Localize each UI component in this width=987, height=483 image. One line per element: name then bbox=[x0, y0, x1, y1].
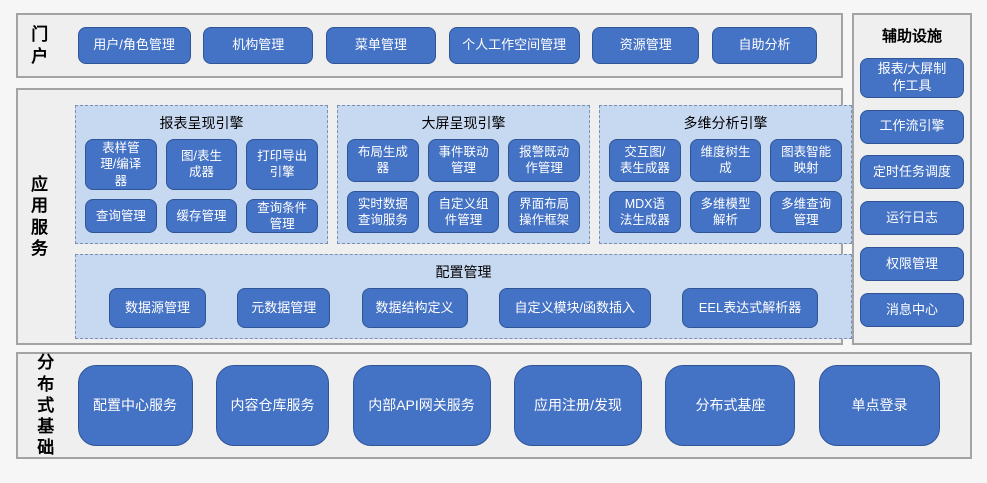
config-mgmt-title: 配置管理 bbox=[435, 264, 492, 280]
olap-engine-item-interactive-chart[interactable]: 交互图/表生成器 bbox=[609, 139, 681, 182]
bigscreen-engine-item-alarm-action[interactable]: 报警既动作管理 bbox=[508, 139, 580, 182]
bigscreen-engine-item-custom-component[interactable]: 自定义组件管理 bbox=[427, 190, 500, 233]
bigscreen-engine-item-event-linkage[interactable]: 事件联动管理 bbox=[427, 139, 500, 182]
config-item-custom-module-function[interactable]: 自定义模块/函数插入 bbox=[498, 288, 651, 328]
olap-engine-item-mdx-generator[interactable]: MDX语法生成器 bbox=[609, 190, 681, 233]
distributed-section: 分布式基础 配置中心服务 内容仓库服务 内部API网关服务 应用注册/发现 分布… bbox=[16, 352, 972, 459]
report-engine-item-query-mgmt[interactable]: 查询管理 bbox=[85, 198, 157, 234]
portal-label: 门户 bbox=[31, 25, 49, 66]
olap-engine-item-query-mgmt[interactable]: 多维查询管理 bbox=[770, 190, 842, 233]
distributed-label: 分布式基础 bbox=[37, 353, 55, 458]
bigscreen-engine-grid: 布局生成器 事件联动管理 报警既动作管理 实时数据查询服务 自定义组件管理 界面… bbox=[347, 139, 580, 233]
config-mgmt-row: 数据源管理 元数据管理 数据结构定义 自定义模块/函数插入 EEL表达式解析器 bbox=[85, 288, 842, 328]
report-engine-item-style-compiler[interactable]: 表样管理/编译器 bbox=[85, 139, 157, 190]
dist-item-distributed-base[interactable]: 分布式基座 bbox=[665, 365, 796, 446]
report-engine-item-chart-generator[interactable]: 图/表生成器 bbox=[165, 139, 238, 190]
auxiliary-stack: 报表/大屏制作工具 工作流引擎 定时任务调度 运行日志 权限管理 消息中心 bbox=[860, 50, 964, 333]
distributed-row: 配置中心服务 内容仓库服务 内部API网关服务 应用注册/发现 分布式基座 单点… bbox=[56, 365, 970, 446]
aux-item-scheduled-tasks[interactable]: 定时任务调度 bbox=[860, 155, 964, 190]
dist-item-content-repo[interactable]: 内容仓库服务 bbox=[216, 365, 330, 446]
config-item-metadata-mgmt[interactable]: 元数据管理 bbox=[237, 288, 331, 328]
portal-item-menu-mgmt[interactable]: 菜单管理 bbox=[325, 27, 436, 64]
portal-item-self-analysis[interactable]: 自助分析 bbox=[711, 27, 817, 64]
bigscreen-engine-title: 大屏呈现引擎 bbox=[421, 115, 506, 131]
config-item-data-structure[interactable]: 数据结构定义 bbox=[361, 288, 468, 328]
report-engine-item-query-condition-mgmt[interactable]: 查询条件管理 bbox=[246, 198, 318, 234]
dist-item-api-gateway[interactable]: 内部API网关服务 bbox=[352, 365, 491, 446]
portal-item-user-role-mgmt[interactable]: 用户/角色管理 bbox=[77, 27, 191, 64]
aux-item-workflow-engine[interactable]: 工作流引擎 bbox=[860, 109, 964, 144]
aux-item-message-center[interactable]: 消息中心 bbox=[860, 293, 964, 327]
dist-item-app-registry[interactable]: 应用注册/发现 bbox=[514, 365, 642, 446]
bigscreen-engine-item-layout-generator[interactable]: 布局生成器 bbox=[347, 139, 419, 182]
portal-button-row: 用户/角色管理 机构管理 菜单管理 个人工作空间管理 资源管理 自助分析 bbox=[50, 27, 841, 64]
olap-engine-grid: 交互图/表生成器 维度树生成 图表智能映射 MDX语法生成器 多维模型解析 多维… bbox=[609, 139, 842, 233]
bigscreen-engine-item-realtime-query[interactable]: 实时数据查询服务 bbox=[347, 190, 419, 233]
report-engine-item-cache-mgmt[interactable]: 缓存管理 bbox=[165, 198, 238, 234]
engine-row: 报表呈现引擎 表样管理/编译器 图/表生成器 打印导出引擎 查询管理 缓存管理 … bbox=[75, 105, 852, 244]
olap-engine-item-dimension-tree[interactable]: 维度树生成 bbox=[689, 139, 762, 182]
bigscreen-engine-group: 大屏呈现引擎 布局生成器 事件联动管理 报警既动作管理 实时数据查询服务 自定义… bbox=[337, 105, 590, 244]
auxiliary-section: 辅助设施 报表/大屏制作工具 工作流引擎 定时任务调度 运行日志 权限管理 消息… bbox=[852, 13, 972, 345]
olap-engine-title: 多维分析引擎 bbox=[683, 115, 768, 131]
app-services-label: 应用服务 bbox=[31, 175, 48, 258]
aux-item-permission-mgmt[interactable]: 权限管理 bbox=[860, 247, 964, 282]
auxiliary-title: 辅助设施 bbox=[881, 28, 942, 45]
dist-item-config-center[interactable]: 配置中心服务 bbox=[77, 365, 193, 446]
aux-item-run-logs[interactable]: 运行日志 bbox=[860, 201, 964, 236]
report-engine-item-print-export[interactable]: 打印导出引擎 bbox=[246, 139, 318, 190]
bigscreen-engine-item-ui-layout-framework[interactable]: 界面布局操作框架 bbox=[508, 190, 580, 233]
app-services-content: 报表呈现引擎 表样管理/编译器 图/表生成器 打印导出引擎 查询管理 缓存管理 … bbox=[48, 90, 858, 343]
report-engine-title: 报表呈现引擎 bbox=[159, 115, 244, 131]
config-mgmt-group: 配置管理 数据源管理 元数据管理 数据结构定义 自定义模块/函数插入 EEL表达… bbox=[75, 254, 852, 339]
portal-item-resource-mgmt[interactable]: 资源管理 bbox=[592, 27, 700, 64]
olap-engine-item-chart-mapping[interactable]: 图表智能映射 bbox=[770, 139, 842, 182]
portal-section: 门户 用户/角色管理 机构管理 菜单管理 个人工作空间管理 资源管理 自助分析 bbox=[16, 13, 843, 78]
config-item-datasource-mgmt[interactable]: 数据源管理 bbox=[109, 288, 206, 328]
report-engine-group: 报表呈现引擎 表样管理/编译器 图/表生成器 打印导出引擎 查询管理 缓存管理 … bbox=[75, 105, 328, 244]
config-item-eel-expression-parser[interactable]: EEL表达式解析器 bbox=[682, 288, 818, 328]
olap-engine-group: 多维分析引擎 交互图/表生成器 维度树生成 图表智能映射 MDX语法生成器 多维… bbox=[599, 105, 852, 244]
app-services-section: 应用服务 报表呈现引擎 表样管理/编译器 图/表生成器 打印导出引擎 查询管理 … bbox=[16, 88, 852, 345]
olap-engine-item-model-parsing[interactable]: 多维模型解析 bbox=[689, 190, 762, 233]
report-engine-grid: 表样管理/编译器 图/表生成器 打印导出引擎 查询管理 缓存管理 查询条件管理 bbox=[85, 139, 318, 234]
dist-item-sso[interactable]: 单点登录 bbox=[818, 365, 940, 446]
aux-item-report-bigscreen-tool[interactable]: 报表/大屏制作工具 bbox=[860, 58, 964, 98]
portal-item-org-mgmt[interactable]: 机构管理 bbox=[203, 27, 314, 64]
portal-item-workspace-mgmt[interactable]: 个人工作空间管理 bbox=[448, 27, 580, 64]
